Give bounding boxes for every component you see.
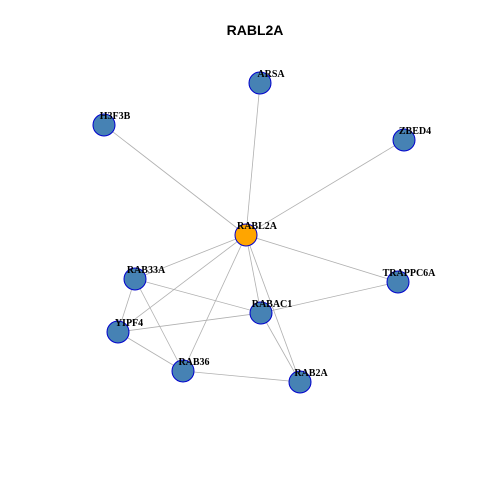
edge-rab33a-rab36 <box>134 278 184 372</box>
node-label-rab2a: RAB2A <box>294 368 328 379</box>
node-label-rabl2a: RABL2A <box>237 221 278 232</box>
edge-rabac1-trappc6a <box>260 281 399 314</box>
node-label-rab36: RAB36 <box>178 357 209 368</box>
edge-rabl2a-rab36 <box>182 234 247 372</box>
edge-yipf4-rabac1 <box>117 312 262 333</box>
edge-rabl2a-rab33a <box>134 234 247 280</box>
node-trappc6a <box>386 270 410 294</box>
edge-yipf4-rab36 <box>117 331 184 372</box>
node-rabl2a <box>234 223 258 247</box>
node-rab2a <box>288 370 312 394</box>
edge-rabl2a-yipf4 <box>117 234 247 333</box>
edge-rabl2a-rabac1 <box>245 234 262 314</box>
edge-rabl2a-trappc6a <box>245 234 399 283</box>
edge-rabl2a-h3f3b <box>103 124 247 236</box>
edge-rabac1-rab2a <box>260 312 301 383</box>
node-label-arsa: ARSA <box>257 69 285 80</box>
node-label-rab33a: RAB33A <box>127 265 166 276</box>
node-label-trappc6a: TRAPPC6A <box>383 268 437 279</box>
edge-rabl2a-arsa <box>245 82 261 236</box>
node-h3f3b <box>92 113 116 137</box>
edge-rabl2a-rab2a <box>245 234 301 383</box>
edge-rab36-rab2a <box>182 370 301 383</box>
node-label-h3f3b: H3F3B <box>100 111 131 122</box>
edge-rab33a-rabac1 <box>134 278 262 314</box>
node-label-rabac1: RABAC1 <box>252 299 293 310</box>
node-rabac1 <box>249 301 273 325</box>
node-label-zbed4: ZBED4 <box>399 126 431 137</box>
node-layer <box>92 71 416 394</box>
node-rab33a <box>123 267 147 291</box>
diagram-title: RABL2A <box>227 22 284 38</box>
edge-rabl2a-zbed4 <box>245 139 405 236</box>
node-label-yipf4: YIPF4 <box>115 318 143 329</box>
node-zbed4 <box>392 128 416 152</box>
node-yipf4 <box>106 320 130 344</box>
node-arsa <box>248 71 272 95</box>
node-rab36 <box>171 359 195 383</box>
